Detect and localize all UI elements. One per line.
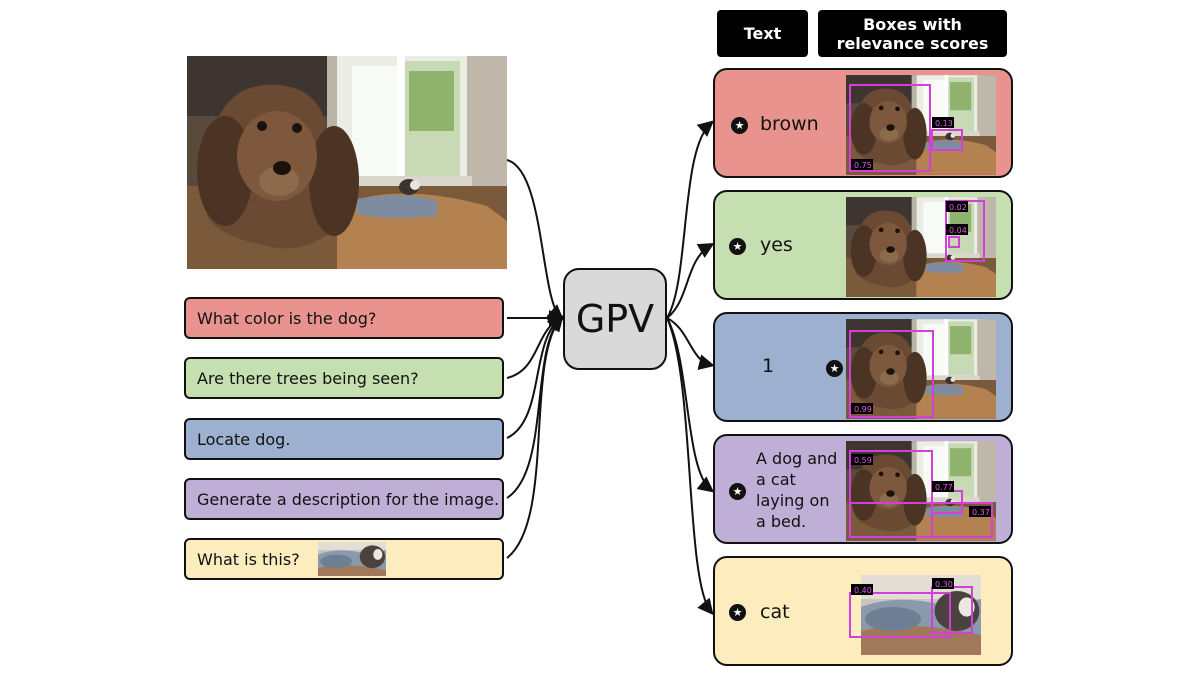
output-answer: yes [760, 234, 793, 256]
score-label: 0.99 [854, 405, 872, 414]
model-name: GPV [575, 297, 655, 341]
output-panel-description: ★ A dog and a cat laying on a bed. 0.59 … [713, 434, 1013, 544]
output-panel-what-is-this: ★ cat 0.40 0.30 [713, 556, 1013, 666]
score-label: 0.04 [949, 226, 967, 235]
output-answer: cat [760, 601, 790, 623]
question-what-is-this: What is this? [184, 538, 504, 580]
score-label: 0.37 [972, 508, 990, 517]
score-label: 0.59 [854, 456, 872, 465]
question-label: What color is the dog? [197, 308, 377, 328]
gpv-model-block: GPV [563, 268, 667, 370]
score-label: 0.30 [935, 580, 953, 589]
header-text: Text [717, 10, 808, 57]
question-label: Are there trees being seen? [197, 368, 419, 388]
output-panel-locate: 1 ★ 0.99 [713, 312, 1013, 422]
output-answer: 1 [762, 355, 775, 377]
score-label: 0.13 [935, 119, 953, 128]
cat-crop-thumbnail [318, 542, 386, 576]
output-image-boxes: 0.99 [846, 319, 996, 419]
question-description: Generate a description for the image. [184, 478, 504, 520]
output-panel-trees: ★ yes 0.02 0.04 [713, 190, 1013, 300]
question-trees: Are there trees being seen? [184, 357, 504, 399]
output-image-boxes: 0.13 0.75 [846, 75, 996, 175]
output-panel-color: ★ brown 0.13 0.75 [713, 68, 1013, 178]
star-circle-icon: ★ [729, 238, 746, 255]
output-answer: brown [760, 113, 819, 135]
output-image-boxes: 0.02 0.04 [846, 197, 996, 297]
input-image [187, 56, 507, 269]
star-circle-icon: ★ [729, 483, 746, 500]
star-circle-icon: ★ [729, 604, 746, 621]
output-answer: A dog and a cat laying on a bed. [756, 449, 838, 531]
score-label: 0.77 [935, 483, 953, 492]
score-label: 0.40 [854, 586, 872, 595]
question-label: What is this? [197, 549, 300, 569]
question-color: What color is the dog? [184, 297, 504, 339]
star-circle-icon: ★ [731, 117, 748, 134]
output-image-boxes: 0.40 0.30 [846, 575, 996, 655]
star-circle-icon: ★ [826, 360, 843, 377]
header-boxes: Boxes with relevance scores [818, 10, 1007, 57]
header-text-label: Text [743, 24, 782, 43]
question-label: Generate a description for the image. [197, 489, 500, 509]
header-boxes-label: Boxes with relevance scores [836, 14, 989, 53]
question-locate: Locate dog. [184, 418, 504, 460]
score-label: 0.75 [854, 161, 872, 170]
output-image-boxes: 0.59 0.77 0.37 [846, 441, 996, 541]
score-label: 0.02 [949, 203, 967, 212]
question-label: Locate dog. [197, 429, 291, 449]
